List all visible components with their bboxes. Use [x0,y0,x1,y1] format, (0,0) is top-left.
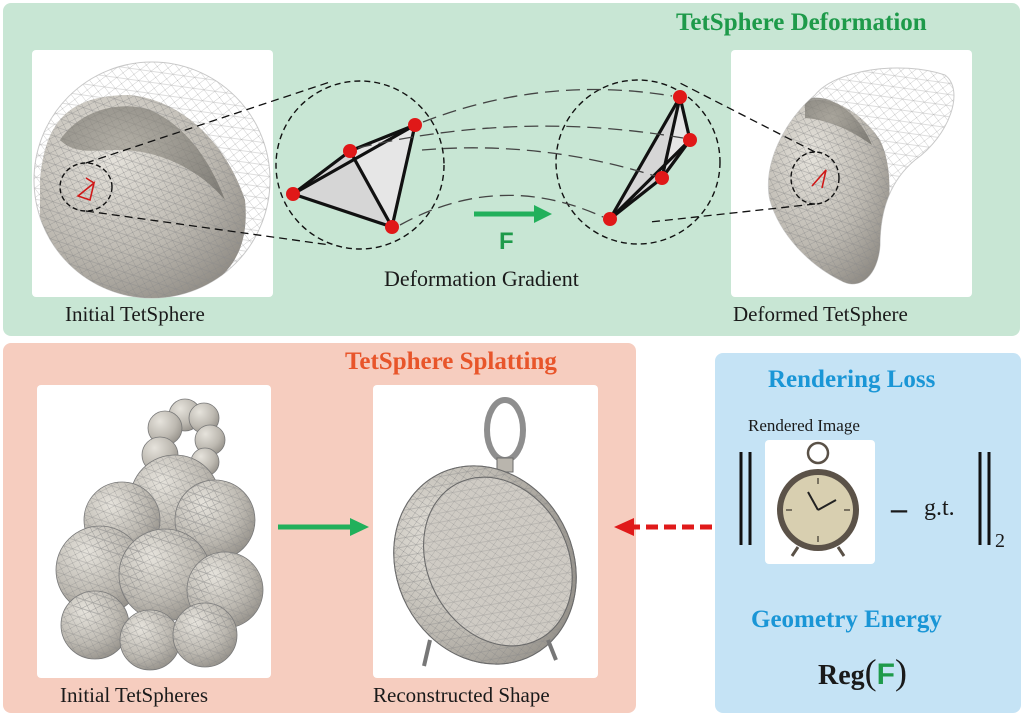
zoom-circle-deformed [555,79,721,245]
deformation-title: TetSphere Deformation [676,9,927,36]
splatting-arrow [278,518,369,536]
deformed-tetsphere-render [767,67,955,285]
geometry-energy-title: Geometry Energy [751,606,942,633]
reg-symbol: F [876,658,895,691]
ground-truth-label: g.t. [924,495,955,521]
reconstructed-shape-label: Reconstructed Shape [373,683,550,707]
initial-tetrahedron [286,118,422,234]
reconstructed-shape-render [393,397,577,667]
minus-sign: – [891,490,907,526]
zoom-circle-initial [275,80,445,250]
reg-label: Reg [818,660,865,691]
splatting-title: TetSphere Splatting [345,348,557,375]
reg-close-paren: ) [894,652,907,692]
norm-bars [739,452,991,545]
rendered-image-label: Rendered Image [748,416,860,435]
initial-tetsphere-label: Initial TetSphere [65,302,205,326]
deformed-tetrahedron [603,90,697,226]
deformation-gradient-label: Deformation Gradient [384,266,579,291]
initial-tetspheres-render [55,398,264,671]
initial-tetspheres-label: Initial TetSpheres [60,683,209,707]
gradient-symbol: F [499,228,514,255]
reg-open-paren: ( [864,652,877,692]
norm-subscript: 2 [995,530,1005,552]
rendered-clock-image [777,441,859,557]
loss-arrow [614,518,712,536]
deformation-arrow [474,205,552,223]
reg-term: Reg(F) [818,651,907,693]
vertex-correspondence-arcs [357,88,684,226]
initial-tetsphere-render [33,61,271,299]
deformed-tetsphere-label: Deformed TetSphere [733,302,908,326]
rendering-loss-title: Rendering Loss [768,366,936,393]
zoom-connectors [85,81,816,246]
